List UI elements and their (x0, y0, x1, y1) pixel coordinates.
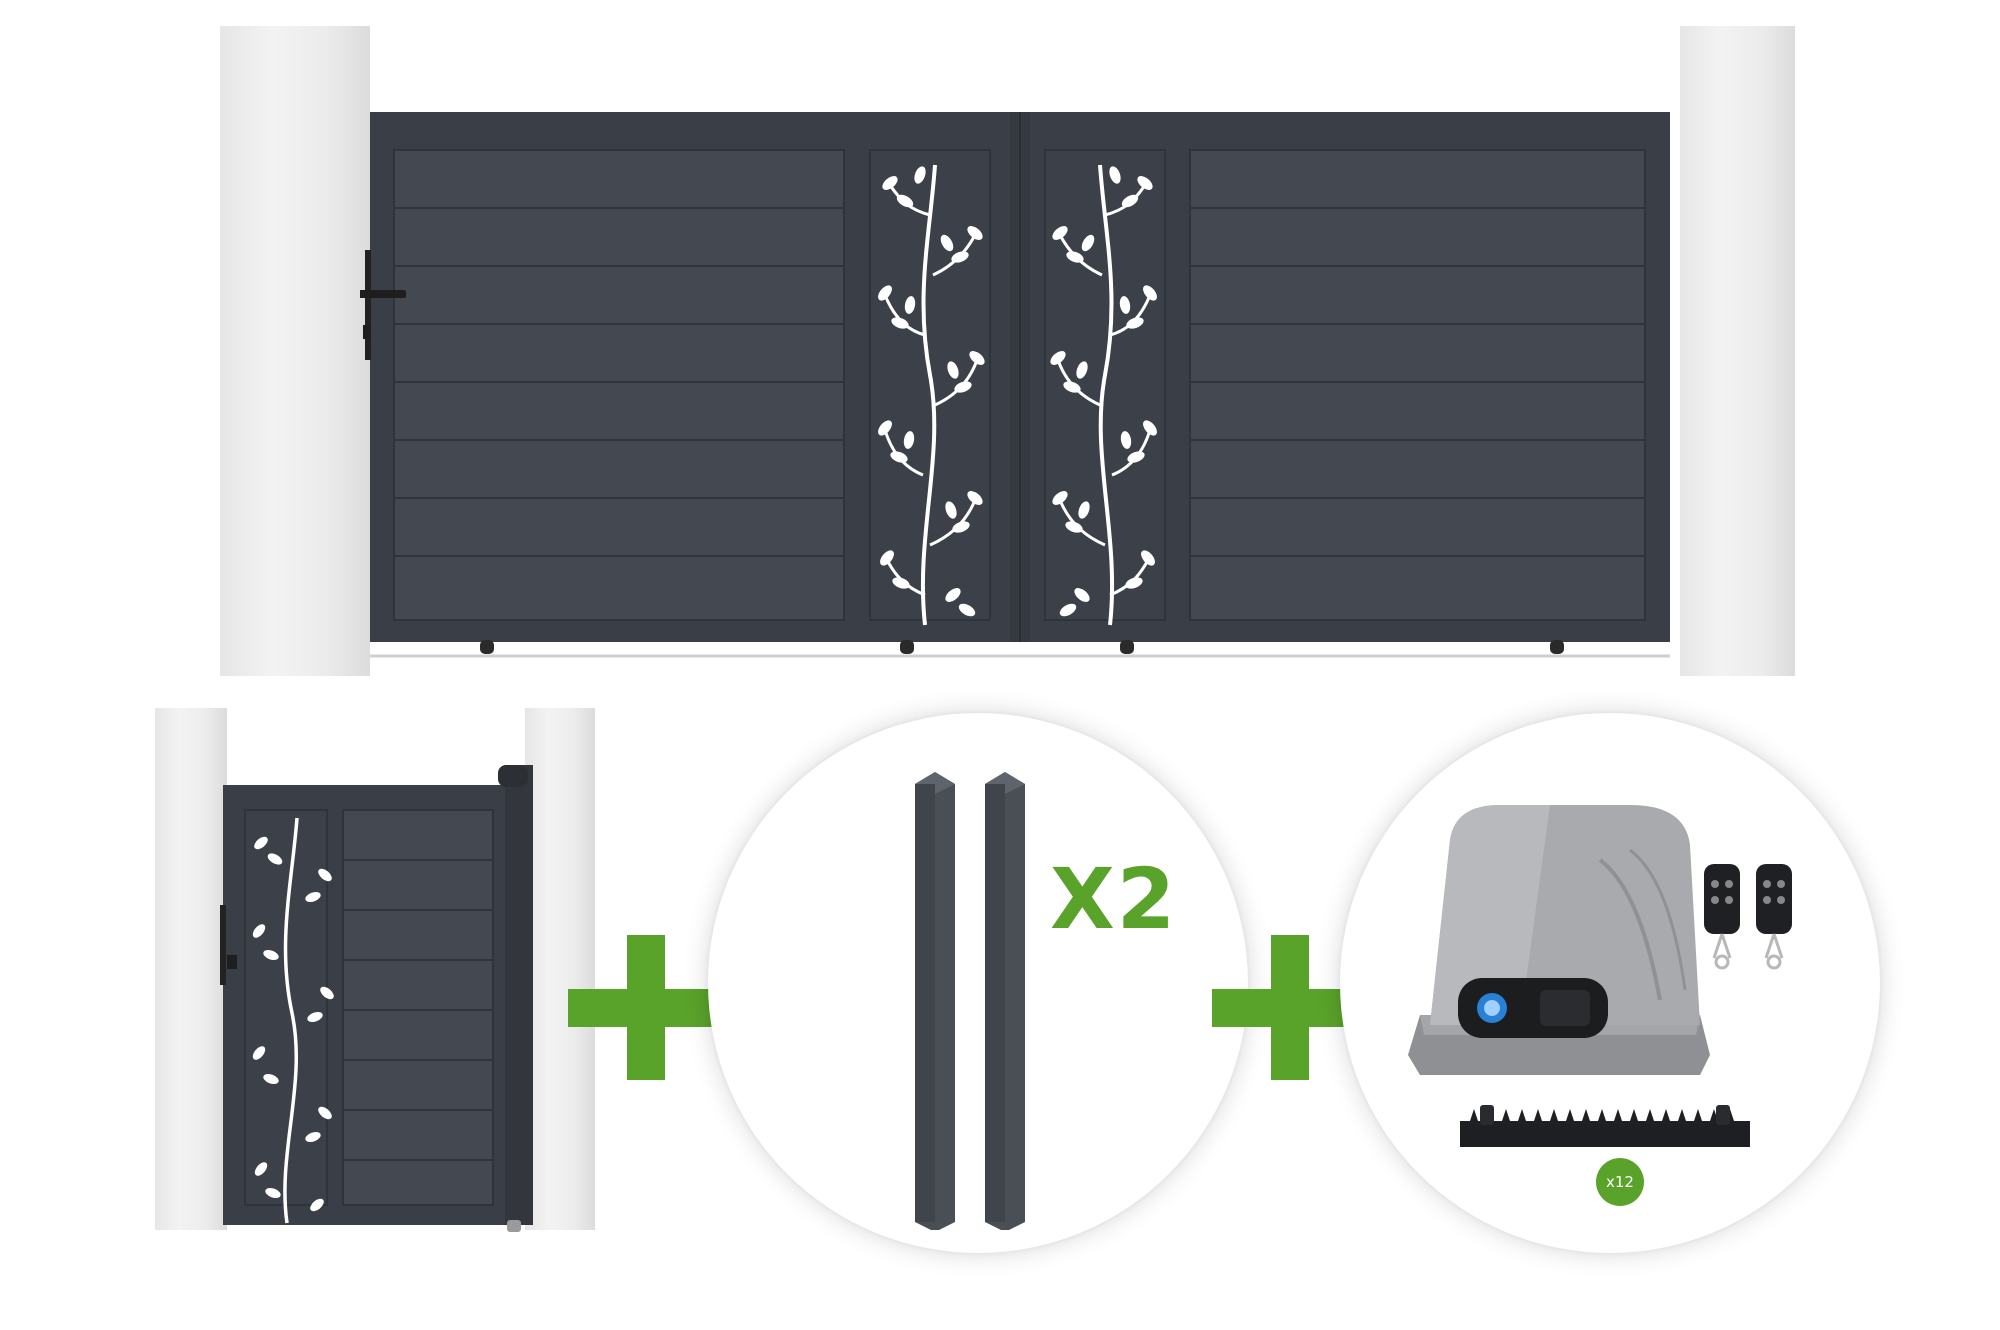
pedestrian-gate (215, 765, 535, 1235)
right-pillar (1680, 26, 1795, 676)
plus-icon (568, 935, 723, 1080)
left-pillar (220, 26, 370, 676)
rack-quantity-badge: x12 (1596, 1158, 1644, 1206)
posts-quantity-label: X2 (1050, 850, 1178, 948)
gate-motor-icon (1400, 800, 1720, 1090)
posts-circle (708, 713, 1248, 1253)
pedestrian-gate-graphic (220, 765, 533, 1232)
gate-post-icon (905, 770, 1045, 1230)
gear-rack-icon (1460, 1105, 1750, 1153)
sliding-gate-graphic (360, 112, 1670, 658)
pedestrian-right-pillar (525, 708, 595, 1230)
pedestrian-left-pillar (155, 708, 227, 1230)
sliding-gate (360, 110, 1685, 670)
remote-control-icon (1700, 858, 1800, 973)
